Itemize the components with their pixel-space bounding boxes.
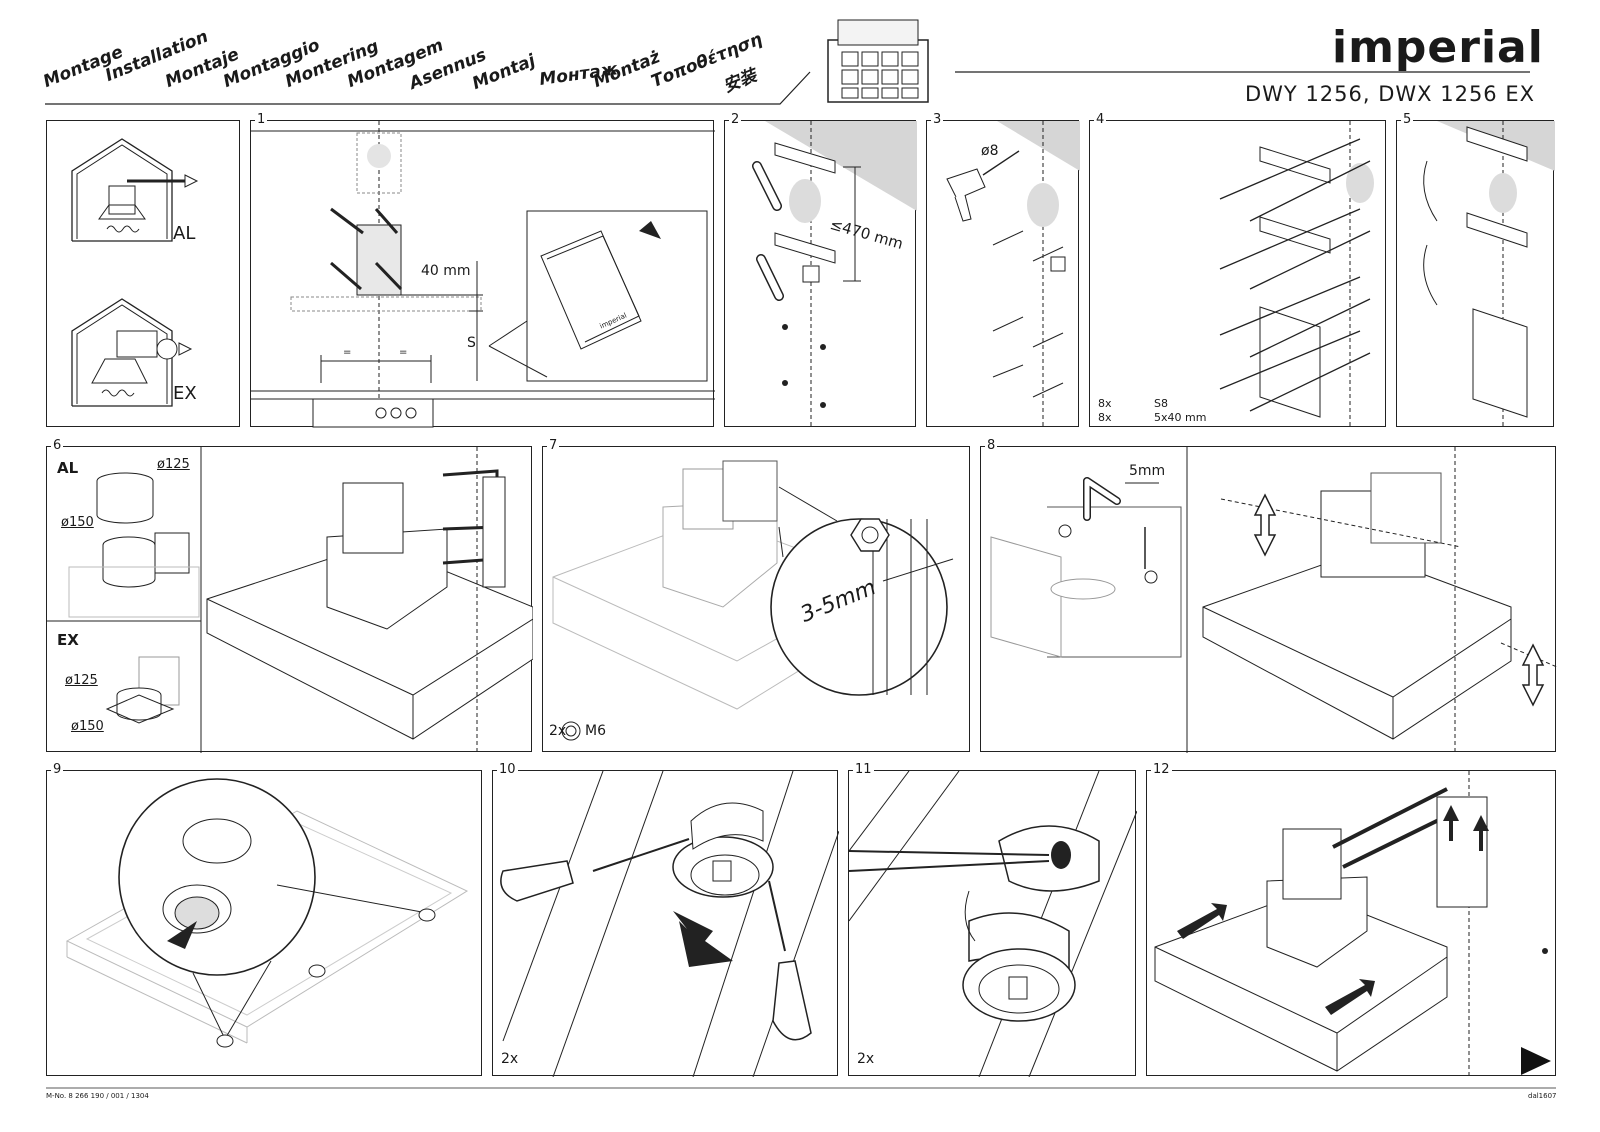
panel-9-drawing xyxy=(65,778,469,1048)
step-number: 9 xyxy=(51,762,64,778)
panel-3-drawing xyxy=(946,121,1080,428)
panel-7-mount: 7 3-5mm 2x M6 xyxy=(542,438,970,752)
panel-4-screws: 4 8x S8 8x 5x40 mm xyxy=(1089,112,1386,428)
dim-40mm: 40 mm xyxy=(421,263,471,279)
ex-diameter-150: ø150 xyxy=(71,719,104,734)
step-number: 12 xyxy=(1151,762,1172,778)
brand-logo: imperial xyxy=(1332,22,1544,73)
hex-key-size: 5mm xyxy=(1129,463,1166,479)
ex-label: EX xyxy=(57,631,79,649)
panel-10-drawing xyxy=(500,771,839,1077)
document-number: M-No. 8 266 190 / 001 / 1304 xyxy=(46,1092,149,1100)
equal-mark: = xyxy=(343,347,352,358)
qty-label: 2x xyxy=(857,1051,875,1067)
al-label: AL xyxy=(173,223,196,244)
panel-12-drawing xyxy=(1154,771,1551,1077)
panel-2-bracket: 2 ≤470 mm xyxy=(724,112,917,428)
document-code: dal1607 xyxy=(1528,1092,1557,1100)
step-number: 10 xyxy=(497,762,518,778)
panel-12-hood-final: 12 xyxy=(1146,762,1556,1077)
panel-8-drawing xyxy=(990,447,1557,753)
model-numbers: DWY 1256, DWX 1256 EX xyxy=(1245,82,1536,106)
qty-label: 2x xyxy=(501,1051,519,1067)
qty-screw: 8x xyxy=(1098,411,1112,424)
panel-3-drilling: 3 ø8 xyxy=(926,112,1080,428)
panel-4-drawing xyxy=(1219,121,1374,428)
step-number: 4 xyxy=(1094,112,1107,128)
step-number: 2 xyxy=(729,112,742,128)
filter-icon xyxy=(827,19,929,103)
step-number: 1 xyxy=(255,112,268,128)
nut-spec: M6 xyxy=(585,723,606,739)
house-al-icon xyxy=(71,138,199,407)
panel-5-drawing xyxy=(1423,121,1555,428)
screw-spec: 5x40 mm xyxy=(1154,411,1207,424)
panel-6-adaptors: 6 AL ø125 ø150 EX ø125 ø150 xyxy=(46,438,533,753)
panel-1-drawing xyxy=(251,121,715,428)
panel-8-level: 8 5mm xyxy=(980,438,1557,753)
step-number: 7 xyxy=(547,438,560,454)
step-number: 5 xyxy=(1401,112,1414,128)
al-label: AL xyxy=(57,459,79,477)
panel-5-adjust: 5 xyxy=(1396,112,1555,428)
panel-10-remove-lamp: 10 2x xyxy=(492,762,839,1077)
step-number: 11 xyxy=(853,762,874,778)
drill-diameter: ø8 xyxy=(981,143,999,159)
dowel-spec: S8 xyxy=(1154,397,1168,410)
ex-diameter-125: ø125 xyxy=(65,673,98,688)
nut-qty: 2x xyxy=(549,723,567,739)
qty-dowel: 8x xyxy=(1098,397,1112,410)
al-diameter-125: ø125 xyxy=(157,457,190,472)
dim-s: S xyxy=(467,335,476,351)
panel-7-drawing xyxy=(552,460,954,741)
panel-11-insert-lamp: 11 2x xyxy=(848,762,1137,1077)
panel-6-drawing xyxy=(47,447,533,753)
panel-0-modes: AL EX xyxy=(46,120,240,427)
ex-label: EX xyxy=(173,383,197,404)
panel-1-positioning: 1 40 mm S = = imperial xyxy=(250,112,715,428)
panel-9-lamp: 9 xyxy=(46,762,482,1076)
al-diameter-150: ø150 xyxy=(61,515,94,530)
step-number: 3 xyxy=(931,112,944,128)
step-number: 8 xyxy=(985,438,998,454)
equal-mark: = xyxy=(399,347,408,358)
panel-11-drawing xyxy=(849,771,1137,1077)
panel-2-drawing xyxy=(752,121,917,428)
step-number: 6 xyxy=(51,438,64,454)
